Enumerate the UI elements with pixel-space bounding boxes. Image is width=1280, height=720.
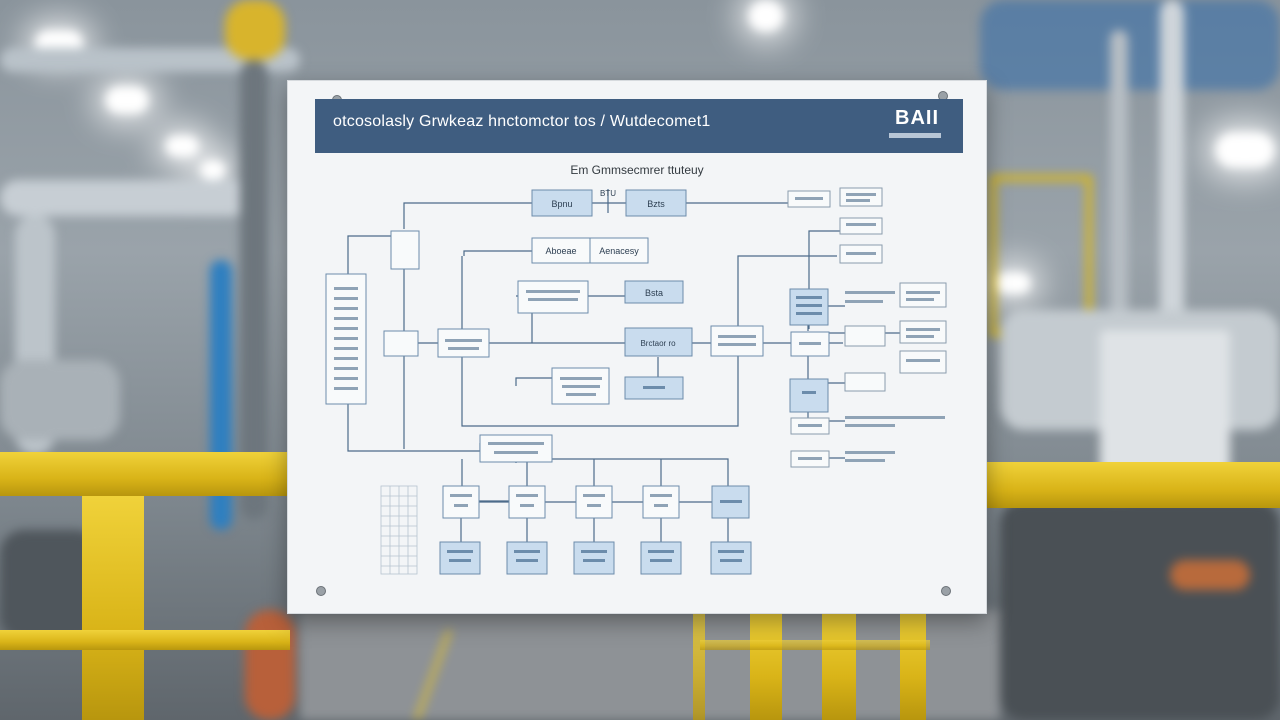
node-bottom-lower bbox=[710, 541, 752, 575]
node-bottom-lower bbox=[573, 541, 615, 575]
node-bottom-lower bbox=[640, 541, 682, 575]
column bbox=[240, 60, 268, 520]
logo-underline bbox=[889, 133, 941, 138]
railing-bar-far bbox=[700, 640, 930, 650]
red-tank bbox=[245, 610, 295, 720]
node-bottom-upper bbox=[642, 485, 680, 519]
ceiling-light bbox=[1215, 132, 1275, 168]
railing-post bbox=[82, 496, 144, 720]
railing-post-far bbox=[900, 612, 926, 720]
node-split-left-label: Aboeae bbox=[545, 246, 576, 256]
node-center-blue bbox=[624, 327, 693, 357]
schematic-board: otcosolasly Grwkeaz hnctomctor tos / Wut… bbox=[287, 80, 987, 614]
grid-block bbox=[380, 485, 418, 575]
machine bbox=[1000, 500, 1280, 720]
bolt bbox=[941, 586, 951, 596]
node-small bbox=[899, 282, 947, 308]
text-lines bbox=[334, 287, 358, 390]
railing-low-left bbox=[0, 630, 290, 650]
node-top-b-label: Bzts bbox=[647, 199, 665, 209]
node bbox=[390, 230, 420, 270]
bolt bbox=[316, 586, 326, 596]
ceiling-light bbox=[165, 135, 199, 157]
node-bottom-upper bbox=[508, 485, 546, 519]
ceiling-light bbox=[200, 160, 226, 180]
node-blue-small bbox=[624, 280, 684, 304]
orange-part bbox=[1170, 560, 1250, 590]
node-top-a bbox=[531, 189, 593, 217]
ceiling-light bbox=[995, 272, 1031, 294]
board-title-bar: otcosolasly Grwkeaz hnctomctor tos / Wut… bbox=[315, 99, 963, 153]
pipe bbox=[0, 180, 250, 216]
floor bbox=[300, 610, 1000, 720]
machine bbox=[0, 360, 120, 440]
node-bottom-lower bbox=[506, 541, 548, 575]
flow-diagram: Bpnu BTU Bzts Aboeae Aenacesy Bsta Brcta… bbox=[325, 187, 947, 575]
railing-post-far bbox=[750, 612, 782, 720]
blue-duct bbox=[980, 0, 1280, 90]
node-small bbox=[899, 320, 947, 344]
node-bottom-lower bbox=[439, 541, 481, 575]
railing-post-far bbox=[693, 612, 705, 720]
cabinet bbox=[1100, 330, 1230, 480]
node-small bbox=[844, 325, 886, 347]
node-bottom-header bbox=[479, 434, 553, 463]
node-top-a-label: Bpnu bbox=[551, 199, 572, 209]
board-logo: BAII bbox=[895, 107, 939, 129]
yellow-beam bbox=[225, 0, 285, 60]
node-bottom-upper bbox=[442, 485, 480, 519]
diagram-subtitle: Em Gmmsecmrer ttuteuy bbox=[570, 163, 704, 177]
node-small bbox=[839, 187, 883, 207]
node bbox=[437, 328, 490, 358]
railing-post-far bbox=[822, 612, 856, 720]
ceiling-light bbox=[748, 0, 784, 32]
railing-top-right bbox=[985, 462, 1280, 508]
node-small bbox=[844, 372, 886, 392]
node-split-right-label: Aenacesy bbox=[599, 246, 639, 256]
railing-top-left bbox=[0, 452, 290, 496]
node bbox=[517, 280, 589, 314]
node-blue-small-label: Bsta bbox=[645, 288, 663, 298]
node-center-blue-label: Brctaor ro bbox=[640, 339, 676, 348]
node-top-mid-label: BTU bbox=[600, 189, 616, 198]
node-right-blue bbox=[789, 378, 829, 413]
node-top-b bbox=[625, 189, 687, 217]
node bbox=[383, 330, 419, 357]
node-bottom-upper bbox=[575, 485, 613, 519]
node bbox=[710, 325, 764, 357]
board-title: otcosolasly Grwkeaz hnctomctor tos / Wut… bbox=[333, 113, 711, 130]
ceiling-light bbox=[105, 86, 149, 114]
